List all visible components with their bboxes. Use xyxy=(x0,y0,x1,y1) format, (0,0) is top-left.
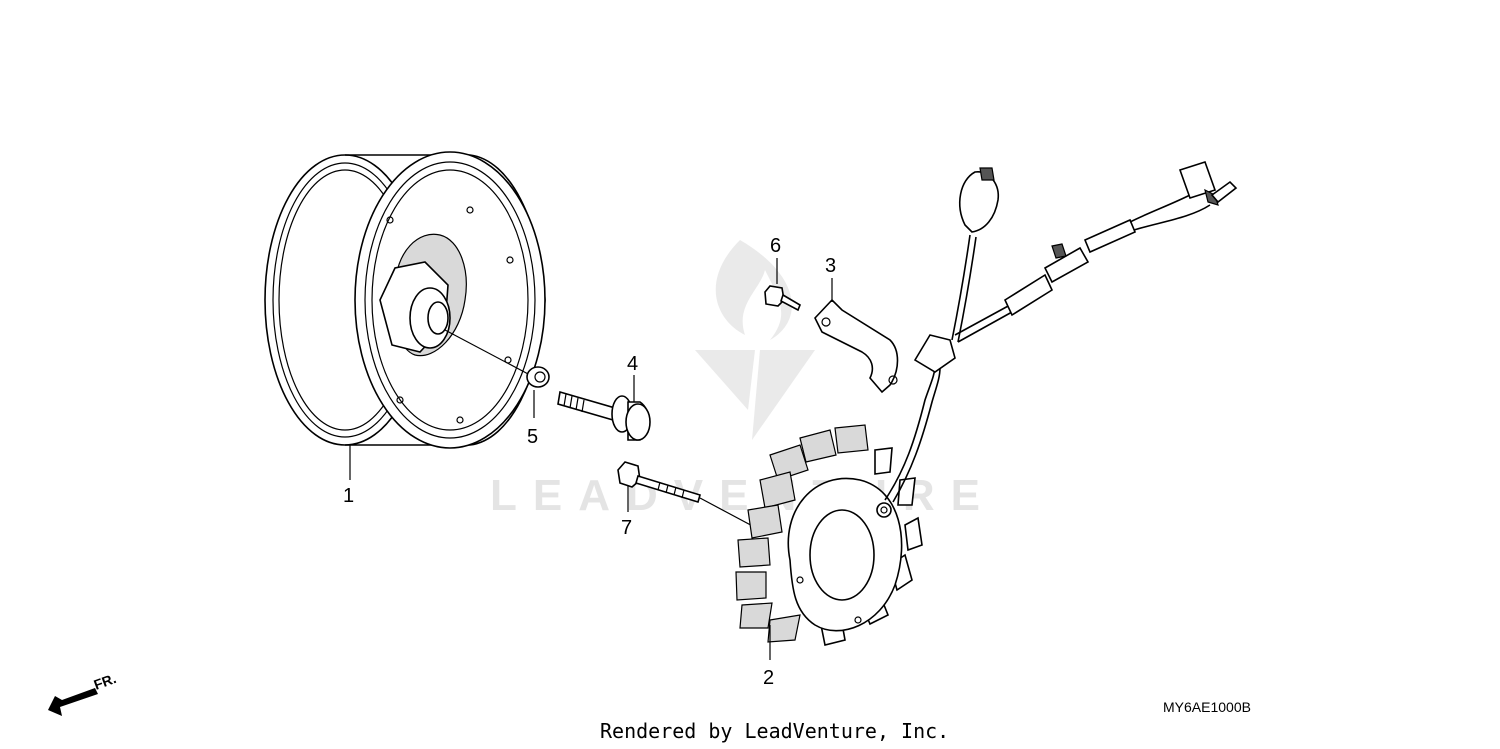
small-bolt-part[interactable] xyxy=(764,285,801,312)
stator-part[interactable] xyxy=(735,424,923,646)
diagram-code: MY6AE1000B xyxy=(1163,699,1251,715)
stator-bolt-part[interactable] xyxy=(617,461,701,504)
callout-1: 1 xyxy=(343,485,354,507)
front-marker: FR. xyxy=(92,670,119,693)
wire-harness xyxy=(884,161,1238,503)
callout-5: 5 xyxy=(527,426,538,448)
callout-6: 6 xyxy=(770,235,781,257)
flange-bolt-part[interactable] xyxy=(557,390,651,441)
front-direction-arrow-icon xyxy=(48,688,98,716)
watermark-logo xyxy=(695,240,815,440)
leader-flywheel-washer xyxy=(444,329,531,376)
watermark-text: LEADVENTURE xyxy=(490,471,996,520)
setting-plate-part[interactable] xyxy=(814,298,899,394)
callout-4: 4 xyxy=(627,353,638,375)
credit-text: Rendered by LeadVenture, Inc. xyxy=(600,719,949,743)
flywheel-part[interactable] xyxy=(264,151,546,449)
callout-3: 3 xyxy=(825,255,836,277)
callout-7: 7 xyxy=(621,517,632,539)
callout-2: 2 xyxy=(763,667,774,689)
washer-part[interactable] xyxy=(526,366,550,388)
